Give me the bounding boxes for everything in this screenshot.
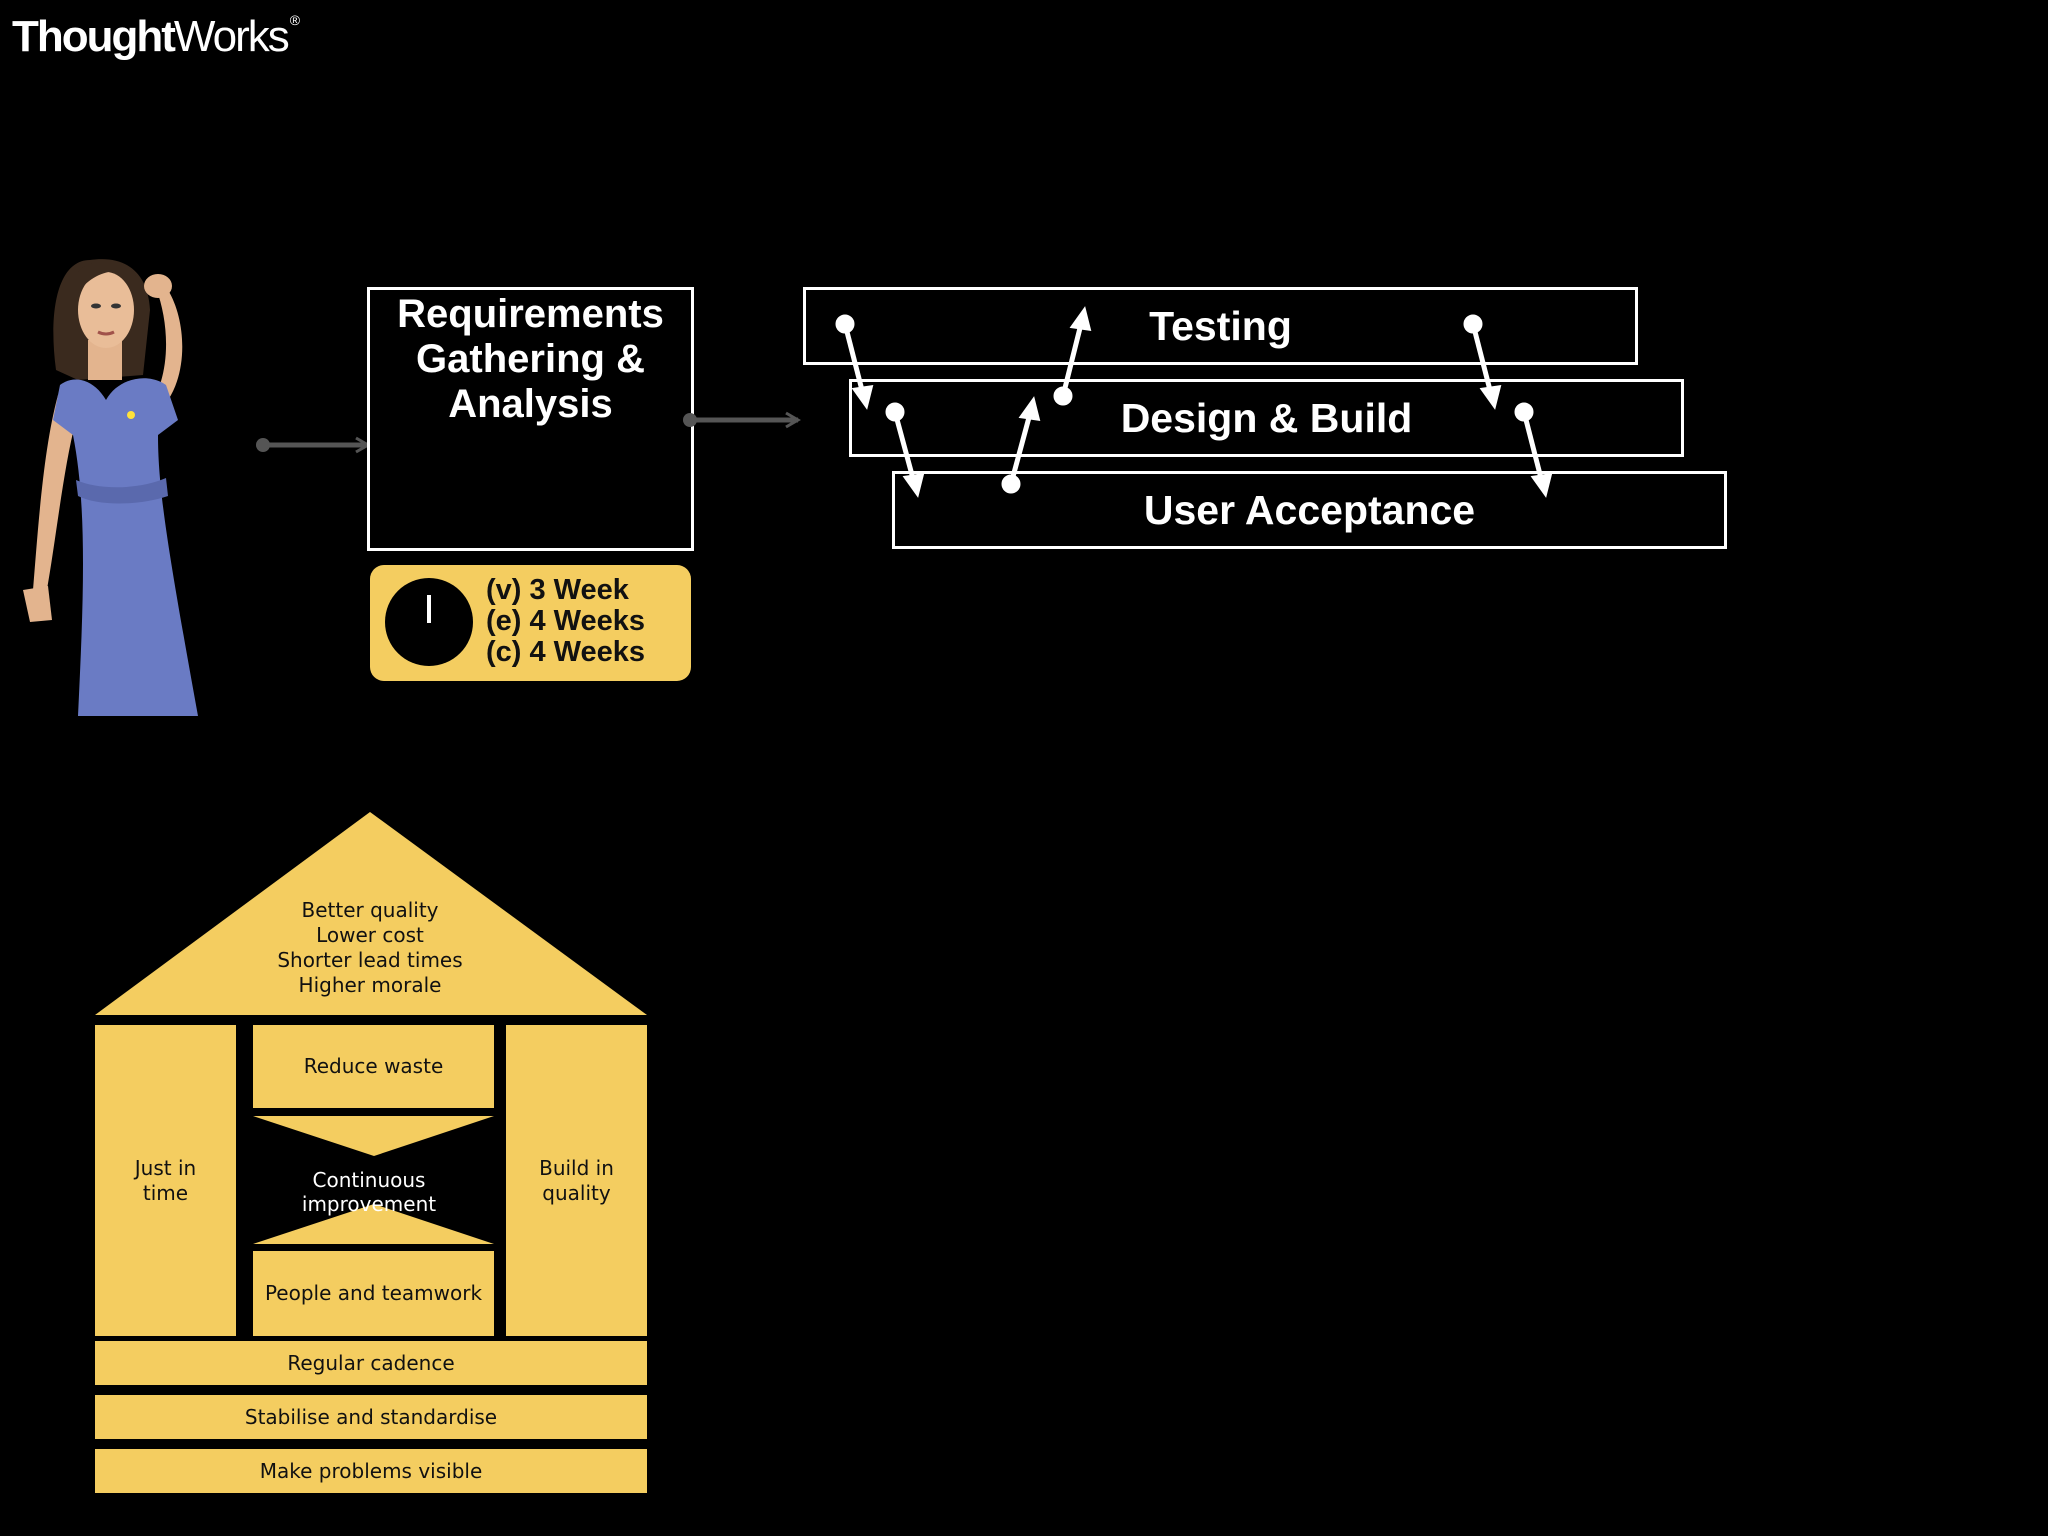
roof-line-2: Lower cost: [316, 923, 424, 947]
reduce-waste-label: Reduce waste: [303, 1054, 444, 1078]
continuous-improvement-label: Continuous improvement: [301, 1168, 437, 1216]
ci-up-chevron: [253, 1204, 494, 1244]
roof-line-3: Shorter lead times: [277, 948, 463, 972]
roof-line-1: Better quality: [301, 898, 439, 922]
clock-icon: [385, 578, 473, 666]
jit-line-2: time: [142, 1180, 189, 1205]
requirements-line-3: Analysis: [448, 382, 613, 426]
quality-line-1: Build in: [539, 1155, 614, 1180]
roof-line-4: Higher morale: [298, 973, 442, 997]
duration-e: (e) 4 Weeks: [486, 605, 646, 637]
cadence-label: Regular cadence: [287, 1350, 455, 1375]
house-roof-goals: Better quality Lower cost Shorter lead t…: [180, 898, 560, 998]
people-teamwork-label: People and teamwork: [264, 1281, 483, 1305]
requirements-line-2: Gathering &: [416, 337, 645, 381]
pillar-just-in-time: Just in time: [95, 1025, 236, 1336]
ci-down-chevron: [253, 1116, 494, 1156]
thoughtworks-logo: ThoughtWorks®: [12, 12, 300, 62]
reduce-waste-box: Reduce waste: [253, 1025, 494, 1108]
user-acceptance-label: User Acceptance: [1143, 487, 1476, 533]
foundation-problems-visible: Make problems visible: [95, 1449, 647, 1493]
foundation-regular-cadence: Regular cadence: [95, 1341, 647, 1385]
house-roof: [95, 812, 647, 1015]
pillar-build-in-quality: Build in quality: [506, 1025, 647, 1336]
phase-feedback-arrows: [835, 306, 1553, 498]
clock-hand: [427, 595, 431, 623]
testing-box: Testing: [803, 287, 1638, 365]
design-build-label: Design & Build: [1120, 395, 1413, 441]
lean-house-shapes: [95, 812, 647, 1244]
duration-c: (c) 4 Weeks: [486, 636, 646, 668]
arrow-to-phases: [683, 411, 801, 429]
quality-line-2: quality: [542, 1180, 611, 1205]
stressed-woman-illustration: [23, 259, 198, 716]
foundation-stabilise: Stabilise and standardise: [95, 1395, 647, 1439]
duration-panel: (v) 3 Week (e) 4 Weeks (c) 4 Weeks: [370, 565, 691, 681]
logo-light: Works: [173, 12, 290, 61]
stabilise-label: Stabilise and standardise: [244, 1404, 498, 1429]
requirements-box: Requirements Gathering & Analysis: [367, 287, 694, 551]
logo-reg: ®: [289, 12, 301, 28]
user-acceptance-box: User Acceptance: [892, 471, 1727, 549]
jit-line-1: Just in: [134, 1155, 197, 1180]
visible-label: Make problems visible: [259, 1458, 483, 1483]
duration-v: (v) 3 Week: [486, 574, 629, 606]
people-teamwork-box: People and teamwork: [253, 1251, 494, 1336]
requirements-line-1: Requirements: [397, 292, 664, 336]
testing-label: Testing: [1149, 303, 1292, 349]
logo-bold: Thought: [12, 12, 176, 61]
design-build-box: Design & Build: [849, 379, 1684, 457]
